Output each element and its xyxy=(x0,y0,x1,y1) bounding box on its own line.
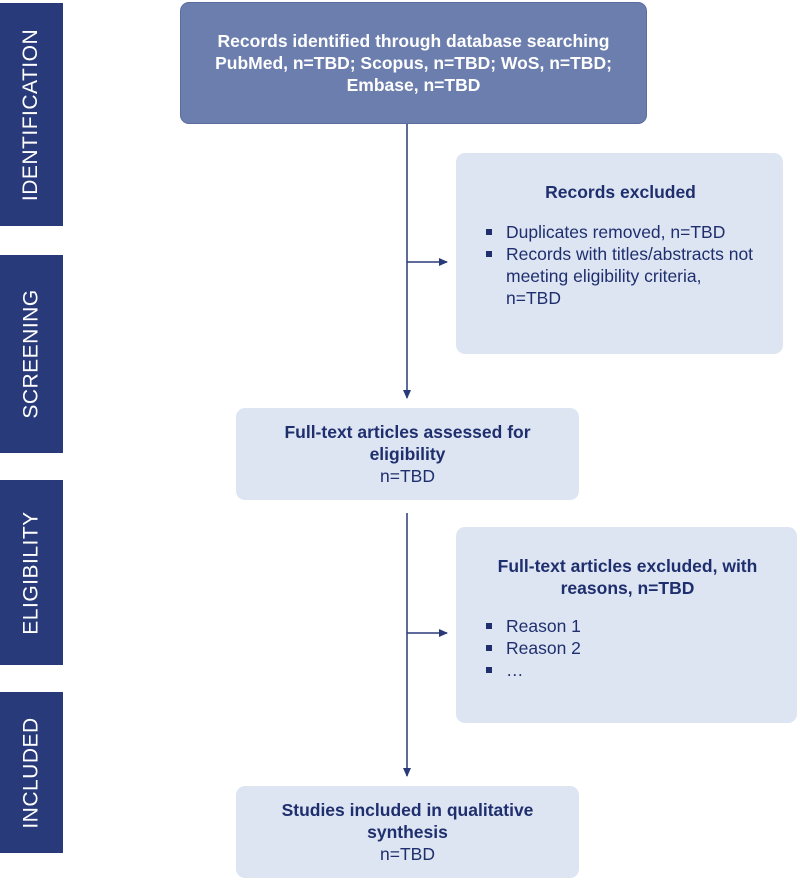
records-excluded-list: Duplicates removed, n=TBD Records with t… xyxy=(482,221,759,309)
studies-included-title: Studies included in qualitative synthesi… xyxy=(281,800,534,842)
bullet-marker xyxy=(486,645,492,651)
records-excluded-item: Records with titles/abstracts not meetin… xyxy=(482,243,759,309)
records-excluded-item: Duplicates removed, n=TBD xyxy=(482,221,759,243)
phase-label-screening: SCREENING xyxy=(0,255,63,453)
records-excluded-item-text: Records with titles/abstracts not meetin… xyxy=(506,244,754,308)
studies-included-count: n=TBD xyxy=(380,844,435,864)
studies-included-box: Studies included in qualitative synthesi… xyxy=(236,786,579,878)
phase-label-identification: IDENTIFICATION xyxy=(0,3,63,226)
fulltext-excluded-item-text: Reason 2 xyxy=(506,638,581,658)
fulltext-excluded-item-text: Reason 1 xyxy=(506,616,581,636)
fulltext-excluded-box: Full-text articles excluded, with reason… xyxy=(456,527,797,723)
fulltext-excluded-item: Reason 2 xyxy=(482,637,773,659)
fulltext-assessed-title: Full-text articles assessed for eligibil… xyxy=(284,422,531,464)
fulltext-assessed-count: n=TBD xyxy=(380,466,435,486)
bullet-marker xyxy=(486,667,492,673)
bullet-marker xyxy=(486,623,492,629)
fulltext-excluded-item: Reason 1 xyxy=(482,615,773,637)
records-identified-detail: PubMed, n=TBD; Scopus, n=TBD; WoS, n=TBD… xyxy=(215,53,612,95)
fulltext-assessed-box: Full-text articles assessed for eligibil… xyxy=(236,408,579,500)
bullet-marker xyxy=(486,251,492,257)
bullet-marker xyxy=(486,229,492,235)
fulltext-excluded-item-text: … xyxy=(506,660,524,680)
phase-label-eligibility: ELIGIBILITY xyxy=(0,480,63,665)
fulltext-excluded-item: … xyxy=(482,659,773,681)
records-identified-box: Records identified through database sear… xyxy=(180,2,647,124)
records-excluded-title: Records excluded xyxy=(545,182,696,202)
records-identified-title: Records identified through database sear… xyxy=(217,31,610,51)
records-excluded-box: Records excluded Duplicates removed, n=T… xyxy=(456,153,783,354)
fulltext-excluded-list: Reason 1 Reason 2 … xyxy=(482,615,773,681)
records-excluded-item-text: Duplicates removed, n=TBD xyxy=(506,222,726,242)
fulltext-excluded-title: Full-text articles excluded, with reason… xyxy=(497,556,758,598)
phase-label-included: INCLUDED xyxy=(0,692,63,853)
